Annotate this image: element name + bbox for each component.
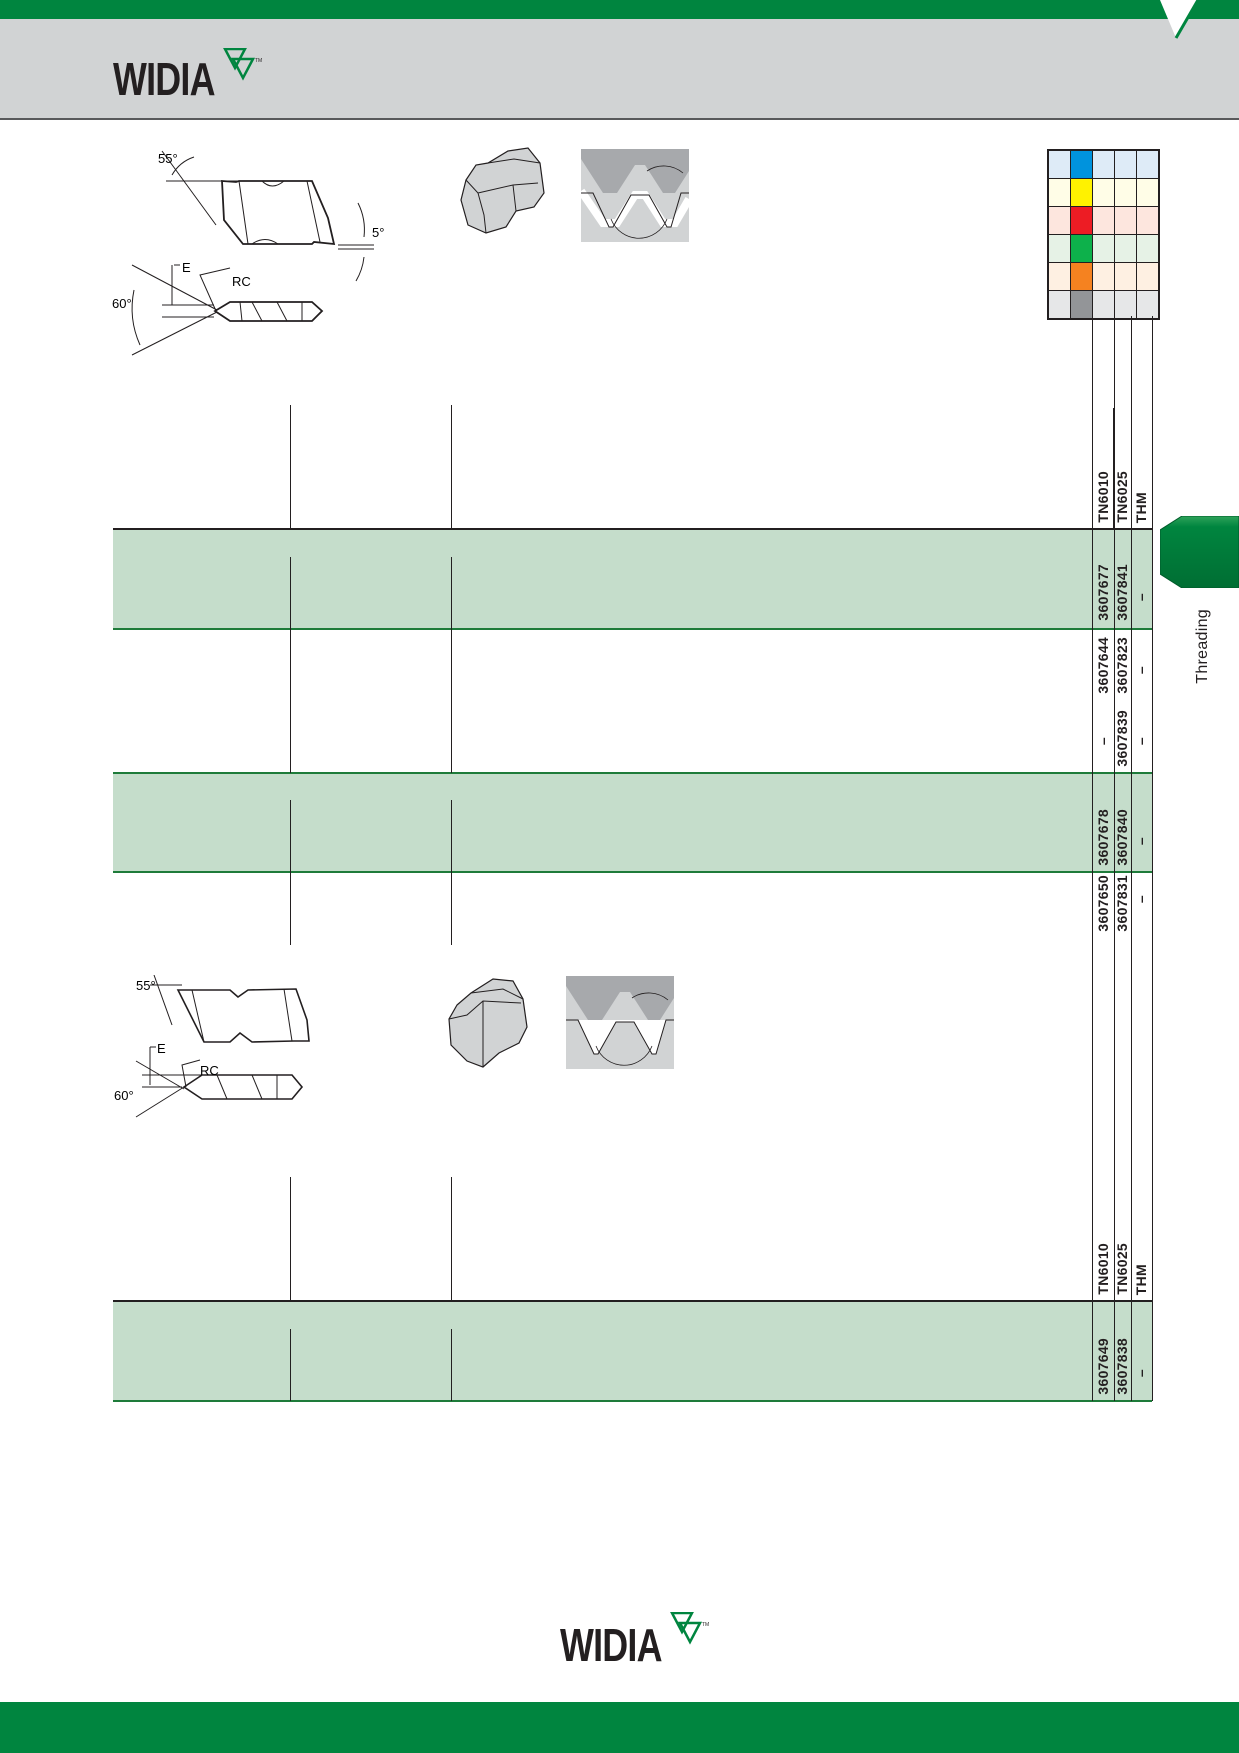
divider (451, 629, 452, 773)
divider (113, 628, 1152, 630)
divider (290, 1329, 291, 1401)
insert-3d-icon (460, 147, 545, 234)
grade-header-tn6025: TN6025 (1114, 471, 1130, 523)
cell-tn6010: 3607677 (1094, 564, 1111, 621)
widia-triangle-icon: TM (223, 48, 262, 81)
table-row (113, 773, 1152, 872)
threading-tab-label[interactable]: Threading (1194, 609, 1211, 684)
insert-3d-icon-2 (448, 978, 528, 1068)
insert-geometry-diagram: 55° 5° E RC 60° (112, 150, 384, 356)
cell-thm: – (1133, 836, 1149, 845)
divider (113, 772, 1152, 774)
table-row (113, 529, 1152, 629)
divider (290, 557, 291, 629)
cell-tn6025: 3607841 (1114, 564, 1130, 621)
divider (451, 800, 452, 872)
grade-header-tn6010: TN6010 (1094, 1243, 1111, 1295)
cell-thm: – (1133, 895, 1149, 904)
svg-text:55°: 55° (136, 978, 156, 993)
divider (1092, 316, 1093, 1401)
material-group-grid (1047, 149, 1160, 320)
cell-thm: – (1133, 665, 1149, 674)
cell-tn6010: – (1094, 736, 1111, 745)
threading-tab[interactable] (1160, 516, 1239, 588)
svg-text:60°: 60° (114, 1088, 134, 1103)
insert-geometry-diagram-2: 55° E RC 60° (114, 975, 310, 1118)
divider (290, 629, 291, 773)
divider (1152, 316, 1153, 1401)
cell-tn6025: 3607831 (1114, 875, 1130, 932)
thread-profile-icon (581, 149, 689, 242)
svg-text:E: E (182, 260, 191, 275)
cell-thm: – (1133, 592, 1149, 601)
divider (1131, 316, 1132, 1401)
divider (290, 872, 291, 945)
cell-thm: – (1133, 736, 1149, 745)
divider (451, 1329, 452, 1401)
thread-profile-icon-2 (566, 976, 674, 1069)
brand-name: WIDIA (560, 1619, 663, 1671)
table-row (113, 1301, 1152, 1401)
svg-text:55°: 55° (158, 151, 178, 166)
widia-triangle-icon: TM (670, 1612, 709, 1645)
divider (113, 528, 1152, 530)
svg-text:5°: 5° (372, 225, 384, 240)
svg-text:TM: TM (702, 1622, 709, 1628)
divider (451, 1177, 452, 1301)
divider (290, 1177, 291, 1301)
grade-header-tn6025: TN6025 (1114, 1243, 1130, 1295)
grade-header-thm: THM (1133, 491, 1149, 523)
divider (1114, 316, 1115, 1401)
corner-notch-icon (1160, 0, 1200, 39)
divider (113, 1400, 1152, 1402)
cell-tn6010: 3607649 (1094, 1338, 1111, 1395)
cell-tn6025: 3607838 (1114, 1338, 1130, 1395)
header-logo: WIDIA TM (113, 48, 262, 105)
divider (451, 557, 452, 629)
cell-tn6025: 3607839 (1114, 710, 1130, 767)
bottom-green-bar (0, 1702, 1239, 1753)
divider (290, 405, 291, 529)
grade-header-tn6010: TN6010 (1094, 471, 1111, 523)
footer-logo: WIDIA TM (560, 1612, 709, 1671)
cell-tn6010: 3607678 (1094, 809, 1111, 866)
divider (113, 1300, 1152, 1302)
svg-text:RC: RC (200, 1063, 219, 1078)
cell-tn6010: 3607650 (1094, 875, 1111, 932)
divider (1113, 408, 1115, 528)
cell-tn6025: 3607840 (1114, 809, 1130, 866)
cell-tn6025: 3607823 (1114, 637, 1130, 694)
svg-text:60°: 60° (112, 296, 132, 311)
svg-text:TM: TM (255, 58, 262, 64)
grade-header-thm: THM (1133, 1263, 1149, 1295)
divider (451, 872, 452, 945)
brand-name: WIDIA (113, 53, 216, 105)
svg-text:RC: RC (232, 274, 251, 289)
top-green-bar (0, 0, 1239, 19)
cell-thm: – (1133, 1368, 1149, 1377)
divider (451, 405, 452, 529)
page-header (0, 19, 1239, 120)
divider (290, 800, 291, 872)
divider (113, 871, 1152, 873)
svg-text:E: E (157, 1041, 166, 1056)
cell-tn6010: 3607644 (1094, 637, 1111, 694)
